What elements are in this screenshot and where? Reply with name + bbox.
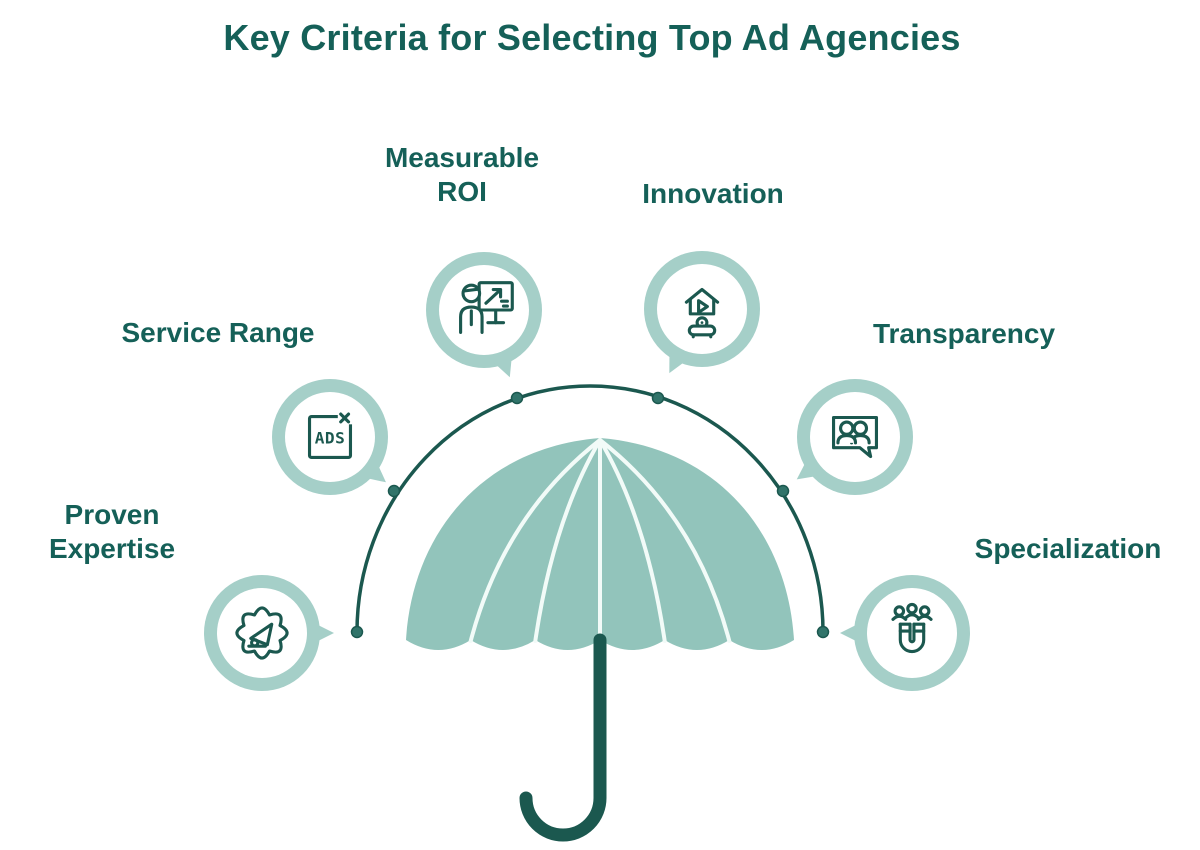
connector-arc [355,384,825,634]
bubble-tail [826,619,868,647]
ads-window-icon: ADS [307,410,353,460]
label-service-range: Service Range [121,317,315,348]
bubble-inner [657,264,747,354]
bubble-inner [867,588,957,678]
page-title: Key Criteria for Selecting Top Ad Agenci… [223,17,961,58]
magnet-people-icon [891,602,933,653]
bubble-transparency [777,379,913,499]
bubble-inner: ADS [285,392,375,482]
connector-dot [387,484,401,498]
label-innovation: Innovation [642,178,784,209]
connector-dots [350,391,830,639]
megaphone-gear-badge-icon [235,606,289,660]
label-specialization: Specialization [974,533,1162,564]
bubble-service-range: ADS [272,379,406,503]
connector-dot [350,625,364,639]
home-play-projector-icon [684,287,720,339]
bubble-measurable-roi [426,252,542,396]
umbrella-ribs [468,438,732,643]
bubble-inner [439,265,529,355]
label-measurable-roi: Measurable ROI [384,142,540,208]
bubble-specialization [826,575,970,691]
bubble-inner [217,588,307,678]
label-transparency: Transparency [872,318,1056,349]
bubble-inner [810,392,900,482]
connector-dot [816,625,830,639]
umbrella-graphic [406,438,794,842]
connector-dot [776,484,790,498]
umbrella-handle [519,633,607,842]
connector-dot [510,391,524,405]
bubble-proven-expertise [204,575,334,691]
presentation-chart-icon [459,281,514,334]
bubble-tail [306,619,348,647]
people-speech-bubble-icon [831,415,879,459]
ads-icon-text: ADS [315,428,346,447]
connector-dot [651,391,665,405]
label-proven-expertise: Proven Expertise [48,499,176,565]
bubble-innovation [644,251,760,392]
